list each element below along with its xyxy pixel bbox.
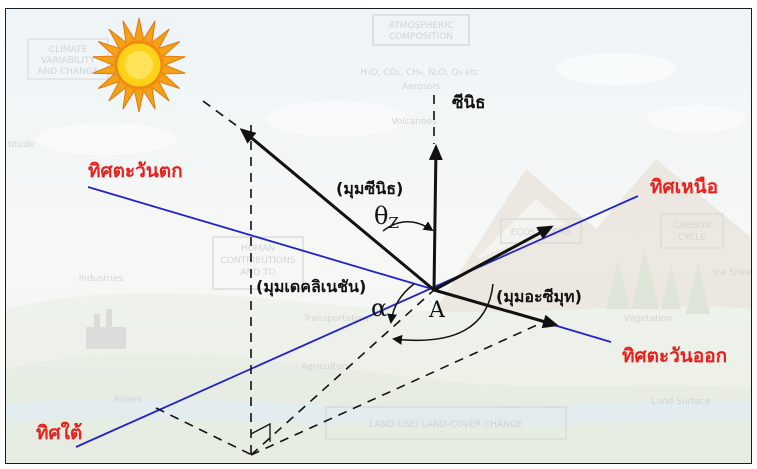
bg-text-variability: VARIABILITY bbox=[41, 56, 96, 66]
bg-text-aerosols: Aerosols bbox=[402, 82, 440, 92]
angle-vectors bbox=[239, 128, 559, 329]
bg-text-cycle: CYCLE bbox=[678, 233, 706, 243]
bg-text-human: HUMAN bbox=[241, 244, 275, 254]
bg-text-land-surface: Land Surface bbox=[651, 397, 711, 407]
zenith-angle-arc bbox=[382, 221, 434, 232]
bg-text-vegetation: Vegetation bbox=[624, 314, 673, 324]
azimuth-arrow bbox=[433, 288, 559, 329]
bg-text-altitude: titude bbox=[8, 140, 35, 150]
bg-text-agriculture: Agriculture bbox=[301, 362, 351, 372]
sun-ray-arrow bbox=[239, 128, 435, 292]
solar-angle-diagram: CLIMATE VARIABILITY AND CHANGE ATMOSPHER… bbox=[6, 14, 752, 463]
azimuth-angle-label: (มุมอะซีมุท) bbox=[496, 287, 582, 307]
bg-text-volcanoes: Volcanoes bbox=[391, 117, 437, 127]
bg-text-composition: COMPOSITION bbox=[389, 32, 453, 42]
bg-text-transportation: Transportation bbox=[303, 314, 369, 324]
bg-text-industries: Industries bbox=[79, 274, 124, 284]
alpha-symbol: α bbox=[371, 294, 387, 322]
south-label: ทิศใต้ bbox=[36, 421, 82, 444]
north-label: ทิศเหนือ bbox=[650, 176, 718, 198]
zenith-arrow bbox=[428, 144, 443, 291]
sun-icon bbox=[92, 17, 186, 113]
north-arrow bbox=[433, 225, 554, 292]
bg-text-atmospheric: ATMOSPHERIC bbox=[389, 21, 454, 31]
declination-angle-label: (มุมเดคลิเนชัน) bbox=[256, 277, 366, 297]
declination-angle-arc bbox=[387, 283, 415, 324]
bg-text-gases: H₂O, CO₂, CH₄, N₂O, O₃ etc. bbox=[360, 68, 482, 78]
west-label: ทิศตะวันตก bbox=[88, 160, 183, 182]
bg-text-and-change: AND CHANGE bbox=[37, 67, 99, 77]
background-illustration: CLIMATE VARIABILITY AND CHANGE ATMOSPHER… bbox=[6, 14, 752, 463]
theta-z-symbol: θZ bbox=[374, 202, 399, 232]
diagram-frame: CLIMATE VARIABILITY AND CHANGE ATMOSPHER… bbox=[5, 8, 752, 464]
bg-text-climate: CLIMATE bbox=[49, 45, 88, 55]
bg-text-ice-sheet: Ice Sheet bbox=[713, 268, 752, 278]
bg-text-land-use: LAND-USE/ LAND-COVER CHANGE bbox=[369, 420, 523, 430]
zenith-label: ซีนิธ bbox=[452, 92, 486, 113]
bg-text-rivers: Rivers bbox=[114, 395, 142, 405]
right-angle-marker bbox=[250, 422, 271, 442]
bg-text-carbon: CARBON bbox=[673, 221, 712, 231]
east-label: ทิศตะวันออก bbox=[622, 345, 727, 367]
angle-arcs bbox=[382, 221, 494, 345]
bg-text-contributions: CONTRIBUTIONS bbox=[221, 256, 296, 266]
zenith-angle-label: (มุมซีนิธ) bbox=[336, 179, 403, 199]
azimuth-angle-arc bbox=[392, 283, 494, 345]
bg-text-and-to: AND TO bbox=[240, 268, 275, 278]
azimuth-symbol: A bbox=[428, 298, 446, 323]
